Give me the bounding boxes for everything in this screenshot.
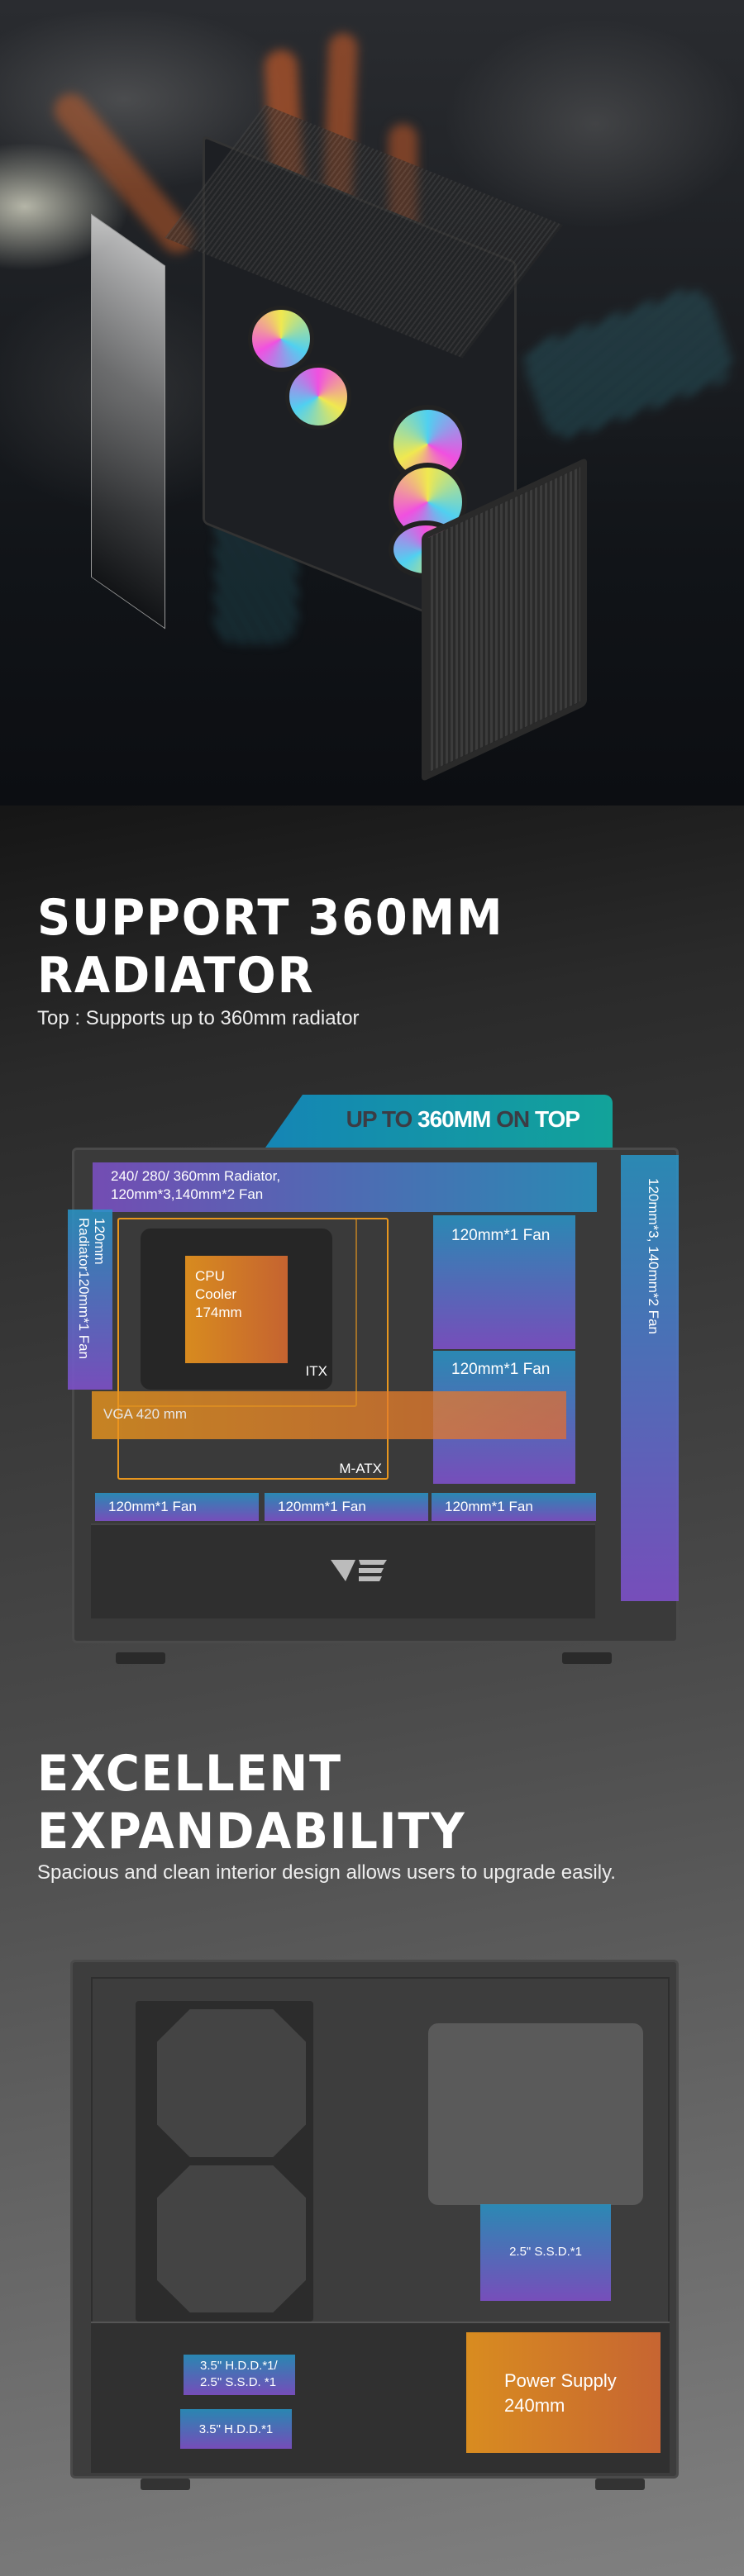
zone-label: 240/ 280/ 360mm Radiator,: [111, 1168, 281, 1184]
banner-text-part: UP TO: [346, 1106, 417, 1132]
rear-fan-zone: 120mm Radiator120mm*1 Fan: [68, 1210, 112, 1390]
psu-zone: Power Supply 240mm: [466, 2332, 661, 2453]
zone-label: 120mm*1 Fan: [76, 1271, 92, 1360]
hero-product-image: [0, 0, 744, 806]
zone-label: ITX: [305, 1363, 327, 1379]
section-subtitle: Top : Supports up to 360mm radiator: [37, 1007, 360, 1029]
zone-label: 174mm: [195, 1305, 242, 1320]
banner-text-part: 360MM: [417, 1106, 491, 1132]
cpu-cooler-zone: CPU Cooler 174mm: [185, 1256, 288, 1363]
title-line: SUPPORT 360MM: [37, 889, 504, 947]
banner-text-part: TOP: [534, 1106, 580, 1132]
vga-zone: VGA 420 mm: [92, 1391, 566, 1439]
case-foot: [595, 2479, 645, 2490]
case-foot: [116, 1652, 165, 1664]
darkflash-logo: [331, 1560, 387, 1581]
interior-frame: [91, 1977, 670, 2473]
zone-label: 120mm*3,140mm*2 Fan: [111, 1186, 264, 1202]
psu-shroud: [91, 1523, 595, 1618]
glass-side-panel: [91, 213, 165, 630]
side-fan-zone: 120mm*1 Fan: [433, 1215, 575, 1349]
section-title: SUPPORT 360MM RADIATOR: [37, 889, 503, 1005]
hdd-zone: 3.5" H.D.D.*1: [180, 2409, 292, 2449]
front-fan-zone: 120mm*3, 140mm*2 Fan: [621, 1155, 679, 1601]
section-subtitle: Spacious and clean interior design allow…: [37, 1861, 616, 1884]
shroud-edge: [91, 2322, 670, 2323]
zone-label: CPU: [195, 1268, 225, 1284]
case-foot: [562, 1652, 612, 1664]
rgb-fan-icon: [285, 364, 351, 430]
zone-label: M-ATX: [339, 1461, 382, 1476]
bottom-fan-zone: 120mm*1 Fan: [265, 1493, 428, 1521]
zone-label: 120mm Radiator: [76, 1218, 107, 1271]
top-support-banner: UP TO 360MM ON TOP: [265, 1095, 613, 1148]
zone-label: 240mm: [504, 2395, 565, 2416]
zone-label: Power Supply: [504, 2370, 617, 2391]
bottom-fan-zone: 120mm*1 Fan: [95, 1493, 259, 1521]
zone-label: 3.5" H.D.D.*1/: [200, 2359, 278, 2373]
title-line: RADIATOR: [37, 947, 315, 1005]
ssd-zone: 2.5" S.S.D.*1: [480, 2204, 611, 2301]
banner-text: UP TO 360MM ON TOP: [346, 1106, 580, 1133]
title-line: EXPANDABILITY: [37, 1803, 466, 1861]
title-line: EXCELLENT: [37, 1745, 342, 1803]
zone-label: 2.5" S.S.D. *1: [200, 2375, 277, 2389]
motherboard-cutout: [428, 2023, 643, 2205]
rgb-fan-icon: [248, 306, 314, 372]
zone-label: Cooler: [195, 1286, 237, 1302]
hdd-ssd-zone: 3.5" H.D.D.*1/ 2.5" S.S.D. *1: [184, 2355, 295, 2395]
top-radiator-zone: 240/ 280/ 360mm Radiator, 120mm*3,140mm*…: [93, 1162, 597, 1212]
bottom-fan-zone: 120mm*1 Fan: [432, 1493, 596, 1521]
banner-text-part: ON: [490, 1106, 535, 1132]
itx-outline: ITX: [117, 1218, 357, 1407]
case-foot: [141, 2479, 190, 2490]
fan-mount-hole: [157, 2009, 306, 2157]
section-title: EXCELLENT EXPANDABILITY: [37, 1745, 466, 1861]
cool-air-streak: [517, 283, 739, 444]
fan-mount-hole: [157, 2165, 306, 2312]
